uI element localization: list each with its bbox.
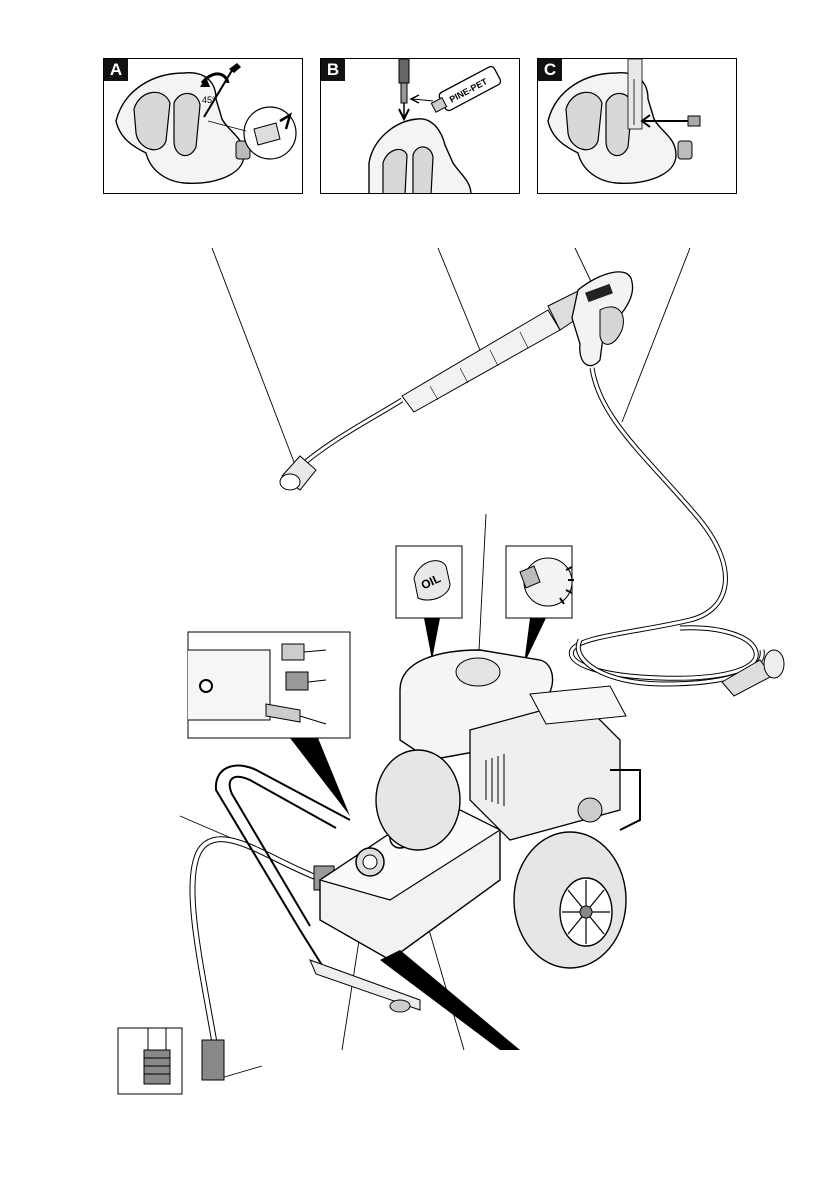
connections-callout	[188, 632, 350, 816]
oil-cap-callout: OIL	[396, 546, 462, 660]
starter-callout	[506, 546, 574, 664]
trigger-gun	[572, 272, 633, 366]
rear-wheel	[376, 750, 460, 850]
front-wheel	[514, 832, 626, 968]
suction-filter	[202, 1040, 224, 1080]
high-pressure-hose	[571, 368, 762, 684]
suction-hose	[192, 839, 318, 1040]
hose-nut	[764, 650, 784, 678]
foot	[390, 1000, 410, 1012]
hose-fitting-callout	[118, 1028, 182, 1094]
spray-lance	[280, 290, 590, 490]
